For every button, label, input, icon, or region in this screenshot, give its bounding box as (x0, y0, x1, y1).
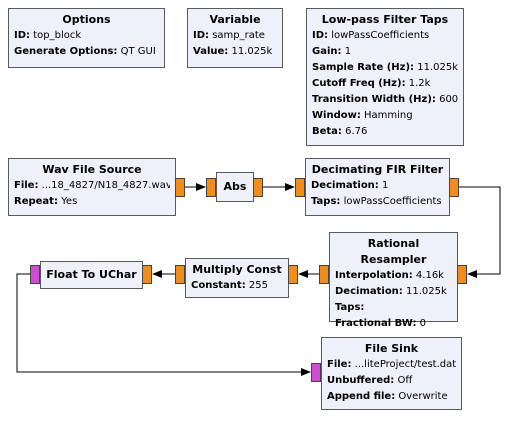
float-to-uchar-block-title: Float To UChar (46, 268, 137, 281)
fir-out-port[interactable] (449, 178, 459, 197)
lpf-param-beta: Beta: 6.76 (312, 126, 368, 137)
lpf-param-cutoff: Cutoff Freq (Hz): 1.2k (312, 78, 431, 89)
wav-param-repeat: Repeat: Yes (14, 196, 78, 207)
fir-param-decimation: Decimation: 1 (311, 180, 389, 191)
multiply-const-block-title: Multiply Const (192, 263, 282, 276)
sink-param-file: File: ...liteProject/test.dat (327, 359, 456, 370)
variable-param-id: ID: samp_rate (193, 30, 265, 41)
wav-source-out-port[interactable] (175, 178, 185, 197)
sink-param-unbuffered: Unbuffered: Off (327, 375, 413, 386)
variable-block-title: Variable (209, 13, 261, 26)
wav-source-block[interactable]: Wav File Source File: ...18_4827/N18_482… (8, 158, 176, 216)
resampler-in-port[interactable] (457, 265, 467, 284)
lpf-param-transition: Transition Width (Hz): 600 (312, 94, 458, 105)
options-param-id: ID: top_block (14, 30, 82, 41)
file-sink-in-port[interactable] (311, 363, 321, 382)
abs-out-port[interactable] (253, 178, 263, 197)
options-block[interactable]: Options ID: top_block Generate Options: … (8, 8, 165, 68)
resampler-param-fractional-bw: Fractional BW: 0 (335, 318, 426, 329)
float-to-uchar-out-port[interactable] (30, 265, 40, 284)
resampler-block[interactable]: Rational Resampler Interpolation: 4.16k … (329, 232, 458, 329)
multiply-in-port[interactable] (288, 265, 298, 284)
fir-block-title: Decimating FIR Filter (311, 163, 444, 176)
file-sink-block[interactable]: File Sink File: ...liteProject/test.dat … (321, 337, 462, 410)
file-sink-block-title: File Sink (364, 342, 419, 355)
resampler-block-title: Rational Resampler (360, 237, 427, 266)
float-to-uchar-block[interactable]: Float To UChar (40, 261, 143, 289)
resampler-param-decimation: Decimation: 11.025k (335, 286, 447, 297)
multiply-const-block[interactable]: Multiply Const Constant: 255 (185, 258, 289, 298)
abs-block[interactable]: Abs (216, 172, 254, 202)
options-param-generate: Generate Options: QT GUI (14, 46, 156, 57)
lpf-param-gain: Gain: 1 (312, 46, 352, 57)
fir-block[interactable]: Decimating FIR Filter Decimation: 1 Taps… (305, 158, 450, 216)
resampler-out-port[interactable] (319, 265, 329, 284)
lpf-param-id: ID: lowPassCoefficients (312, 30, 430, 41)
wav-param-file: File: ...18_4827/N18_4827.wav (14, 180, 170, 191)
wire-fir-to-resampler (459, 186, 501, 278)
sink-param-append: Append file: Overwrite (327, 391, 448, 402)
resampler-param-interpolation: Interpolation: 4.16k (335, 270, 444, 281)
options-block-title: Options (62, 13, 111, 26)
fir-param-taps: Taps: lowPassCoefficients (311, 196, 442, 207)
lpf-taps-block[interactable]: Low-pass Filter Taps ID: lowPassCoeffici… (306, 8, 464, 146)
abs-in-port[interactable] (206, 178, 216, 197)
wav-source-block-title: Wav File Source (42, 163, 142, 176)
float-to-uchar-in-port[interactable] (142, 265, 152, 284)
lpf-taps-block-title: Low-pass Filter Taps (321, 13, 449, 26)
variable-param-value: Value: 11.025k (193, 46, 273, 57)
abs-block-title: Abs (223, 180, 247, 193)
variable-block[interactable]: Variable ID: samp_rate Value: 11.025k (187, 8, 283, 68)
lpf-param-window: Window: Hamming (312, 110, 413, 121)
fir-in-port[interactable] (295, 178, 305, 197)
multiply-out-port[interactable] (175, 265, 185, 284)
resampler-param-taps: Taps: (335, 302, 365, 313)
multiply-param-constant: Constant: 255 (191, 280, 268, 291)
lpf-param-sample-rate: Sample Rate (Hz): 11.025k (312, 62, 458, 73)
